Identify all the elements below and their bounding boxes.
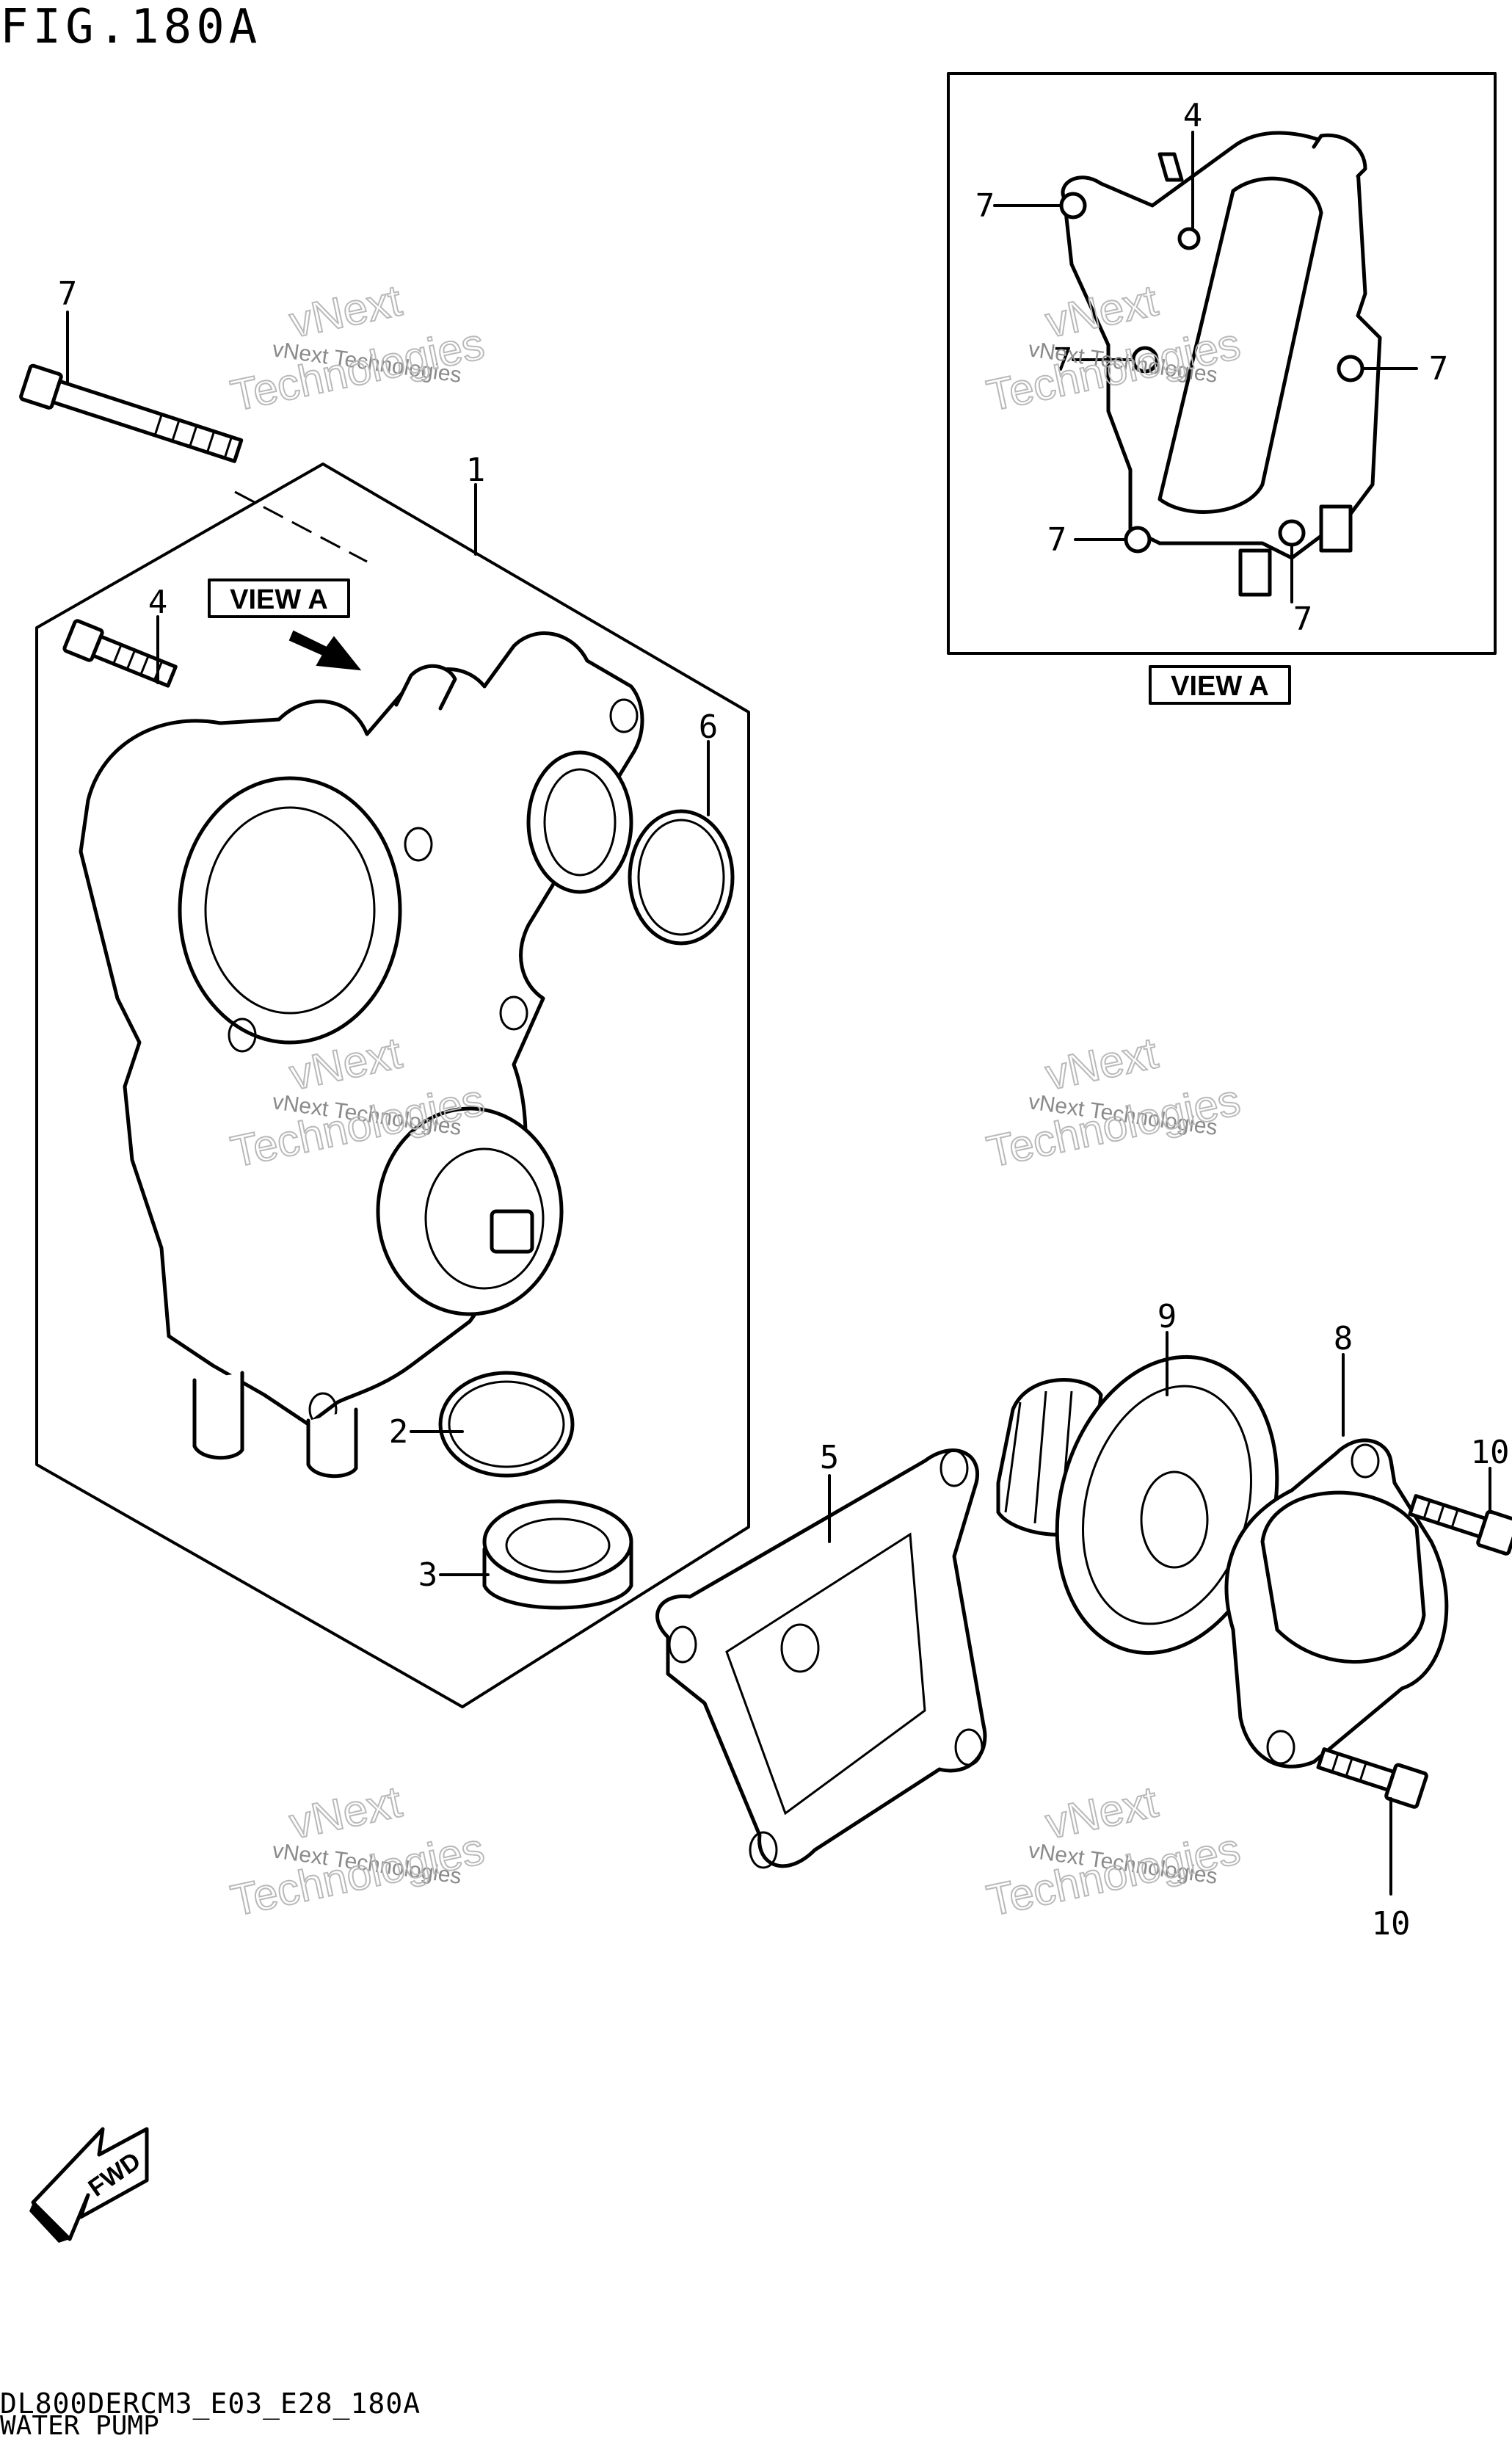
pump-housing-part-1[interactable] — [79, 631, 644, 1479]
watermark-big-top: vNext — [1042, 1028, 1162, 1099]
callout-5: 5 — [820, 1439, 840, 1476]
inset-view-a-label: VIEW A — [1171, 671, 1269, 702]
inset-view-box — [947, 72, 1497, 655]
inset-bolt-heads — [1059, 192, 1364, 554]
callout-2: 2 — [389, 1413, 409, 1451]
o-ring-part-6[interactable] — [628, 809, 735, 946]
view-a-arrow-icon — [288, 630, 362, 671]
inset-callout-7-e: 7 — [1293, 601, 1313, 638]
diagram-code: DL800DERCM3_E03_E28_180A — [0, 2387, 421, 2420]
thermostat-cover-part-8[interactable] — [1224, 1438, 1449, 1769]
bolt-part-7[interactable] — [19, 363, 244, 468]
callout-1: 1 — [466, 451, 486, 489]
bolt-part-10-upper[interactable] — [1408, 1488, 1512, 1556]
callout-10-upper: 10 — [1471, 1434, 1510, 1471]
inset-callout-4: 4 — [1183, 97, 1203, 134]
callout-8: 8 — [1334, 1320, 1353, 1357]
assembly-outline — [35, 463, 750, 1708]
watermark-big-bottom: Technologies — [983, 1075, 1245, 1176]
seal-part-3[interactable] — [482, 1499, 633, 1610]
watermark-big-top: vNext — [286, 1777, 406, 1848]
watermark-big-bottom: Technologies — [227, 1824, 489, 1925]
inset-pump-rear-view[interactable] — [1061, 131, 1382, 597]
callout-9: 9 — [1157, 1298, 1177, 1335]
inset-callout-7-b: 7 — [1053, 341, 1073, 379]
watermark-big-top: vNext — [286, 275, 406, 347]
watermark-big-bottom: Technologies — [983, 1824, 1245, 1925]
thermostat-part-9[interactable] — [996, 1332, 1309, 1677]
o-ring-part-2[interactable] — [438, 1371, 575, 1478]
callout-4: 4 — [148, 584, 168, 621]
watermark-big-bottom: Technologies — [227, 319, 489, 420]
callout-3: 3 — [418, 1556, 438, 1594]
bolt-part-10-lower[interactable] — [1316, 1741, 1428, 1809]
inset-callout-7-d: 7 — [1047, 521, 1067, 559]
inset-leader-lines — [993, 131, 1418, 603]
watermark-big-top: vNext — [1042, 1777, 1162, 1848]
inset-callout-7-a: 7 — [975, 187, 995, 225]
callout-10-lower: 10 — [1372, 1905, 1411, 1943]
gasket-part-5[interactable] — [655, 1448, 987, 1869]
view-a-label-box — [208, 578, 350, 618]
diagram-name: WATER PUMP — [0, 2411, 159, 2441]
fwd-arrow-icon: FWD — [29, 2127, 149, 2243]
figure-title: FIG.180A — [0, 0, 262, 54]
inset-callout-7-c: 7 — [1429, 350, 1449, 388]
leader-lines — [66, 311, 1491, 1896]
callout-6: 6 — [699, 708, 719, 746]
bolt-part-4[interactable] — [62, 619, 178, 692]
callout-7: 7 — [58, 275, 78, 313]
inset-view-a-label-box — [1149, 665, 1291, 705]
view-a-label: VIEW A — [230, 584, 328, 615]
